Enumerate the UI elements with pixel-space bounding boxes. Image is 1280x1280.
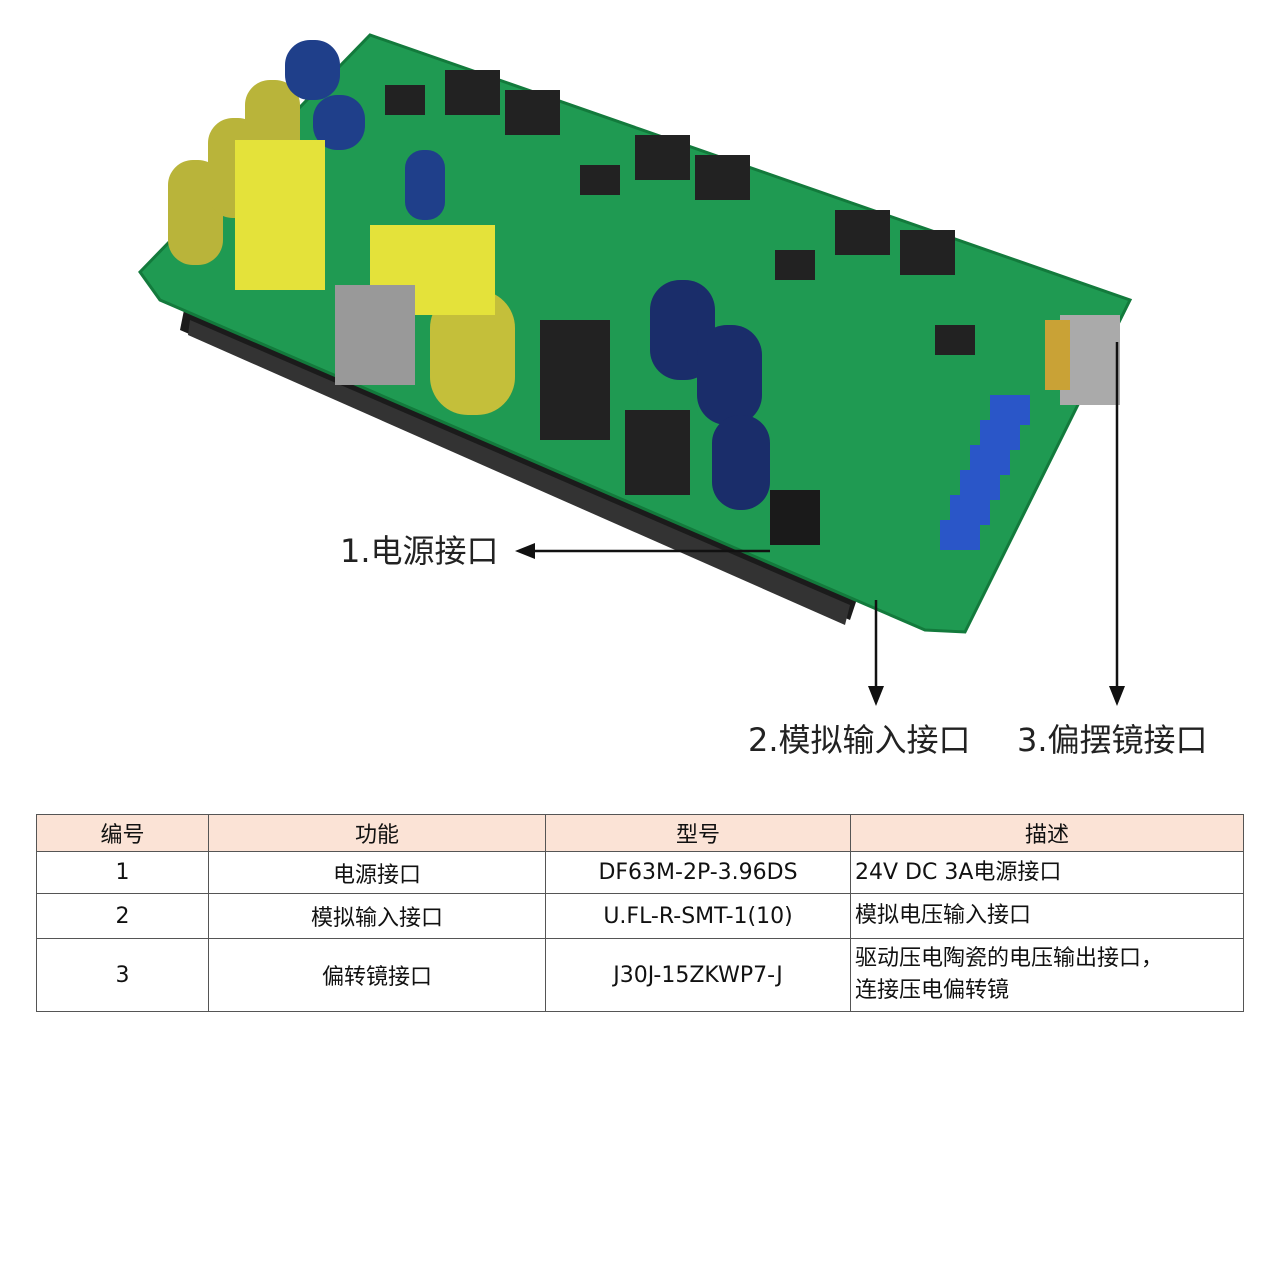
cell-number: 1 — [36, 851, 209, 894]
mirror-connector — [1045, 315, 1120, 405]
cell-model: J30J-15ZKWP7-J — [545, 938, 851, 1012]
pcb-board — [138, 33, 1133, 634]
callout-analog-input-interface: 2.模拟输入接口 — [748, 721, 971, 759]
description-line: 连接压电偏转镜 — [855, 978, 1010, 1003]
arrows — [515, 342, 1125, 706]
header-model: 型号 — [545, 814, 851, 852]
pcb-product-photo — [138, 33, 1133, 706]
cell-description: 24V DC 3A电源接口 — [850, 851, 1244, 894]
mosfets — [385, 70, 975, 355]
transformers — [235, 140, 690, 495]
cell-model: U.FL-R-SMT-1(10) — [545, 893, 851, 939]
header-number: 编号 — [36, 814, 209, 852]
interface-spec-table: 编号 功能 型号 描述 1 电源接口 DF63M-2P-3.96DS 24V D… — [36, 814, 1244, 1012]
description-line: 模拟电压输入接口 — [855, 903, 1032, 928]
header-description: 描述 — [850, 814, 1244, 852]
cell-description: 驱动压电陶瓷的电压输出接口， 连接压电偏转镜 — [850, 938, 1244, 1012]
cell-description: 模拟电压输入接口 — [850, 893, 1244, 939]
cell-function: 模拟输入接口 — [208, 893, 546, 939]
power-connector — [770, 490, 820, 545]
header-function: 功能 — [208, 814, 546, 852]
callout-mirror-interface: 3.偏摆镜接口 — [1017, 721, 1208, 759]
callout-power-interface: 1.电源接口 — [340, 532, 499, 570]
description-line: 24V DC 3A电源接口 — [855, 859, 1062, 885]
cell-function: 偏转镜接口 — [208, 938, 546, 1012]
table-header-row: 编号 功能 型号 描述 — [36, 814, 1244, 852]
cell-number: 2 — [36, 893, 209, 939]
table-row: 1 电源接口 DF63M-2P-3.96DS 24V DC 3A电源接口 — [36, 851, 1244, 894]
table-row: 3 偏转镜接口 J30J-15ZKWP7-J 驱动压电陶瓷的电压输出接口， 连接… — [36, 938, 1244, 1012]
table-row: 2 模拟输入接口 U.FL-R-SMT-1(10) 模拟电压输入接口 — [36, 893, 1244, 939]
cell-number: 3 — [36, 938, 209, 1012]
description-line: 驱动压电陶瓷的电压输出接口， — [855, 946, 1164, 971]
cell-function: 电源接口 — [208, 851, 546, 894]
potentiometers — [940, 395, 1030, 550]
cell-model: DF63M-2P-3.96DS — [545, 851, 851, 894]
